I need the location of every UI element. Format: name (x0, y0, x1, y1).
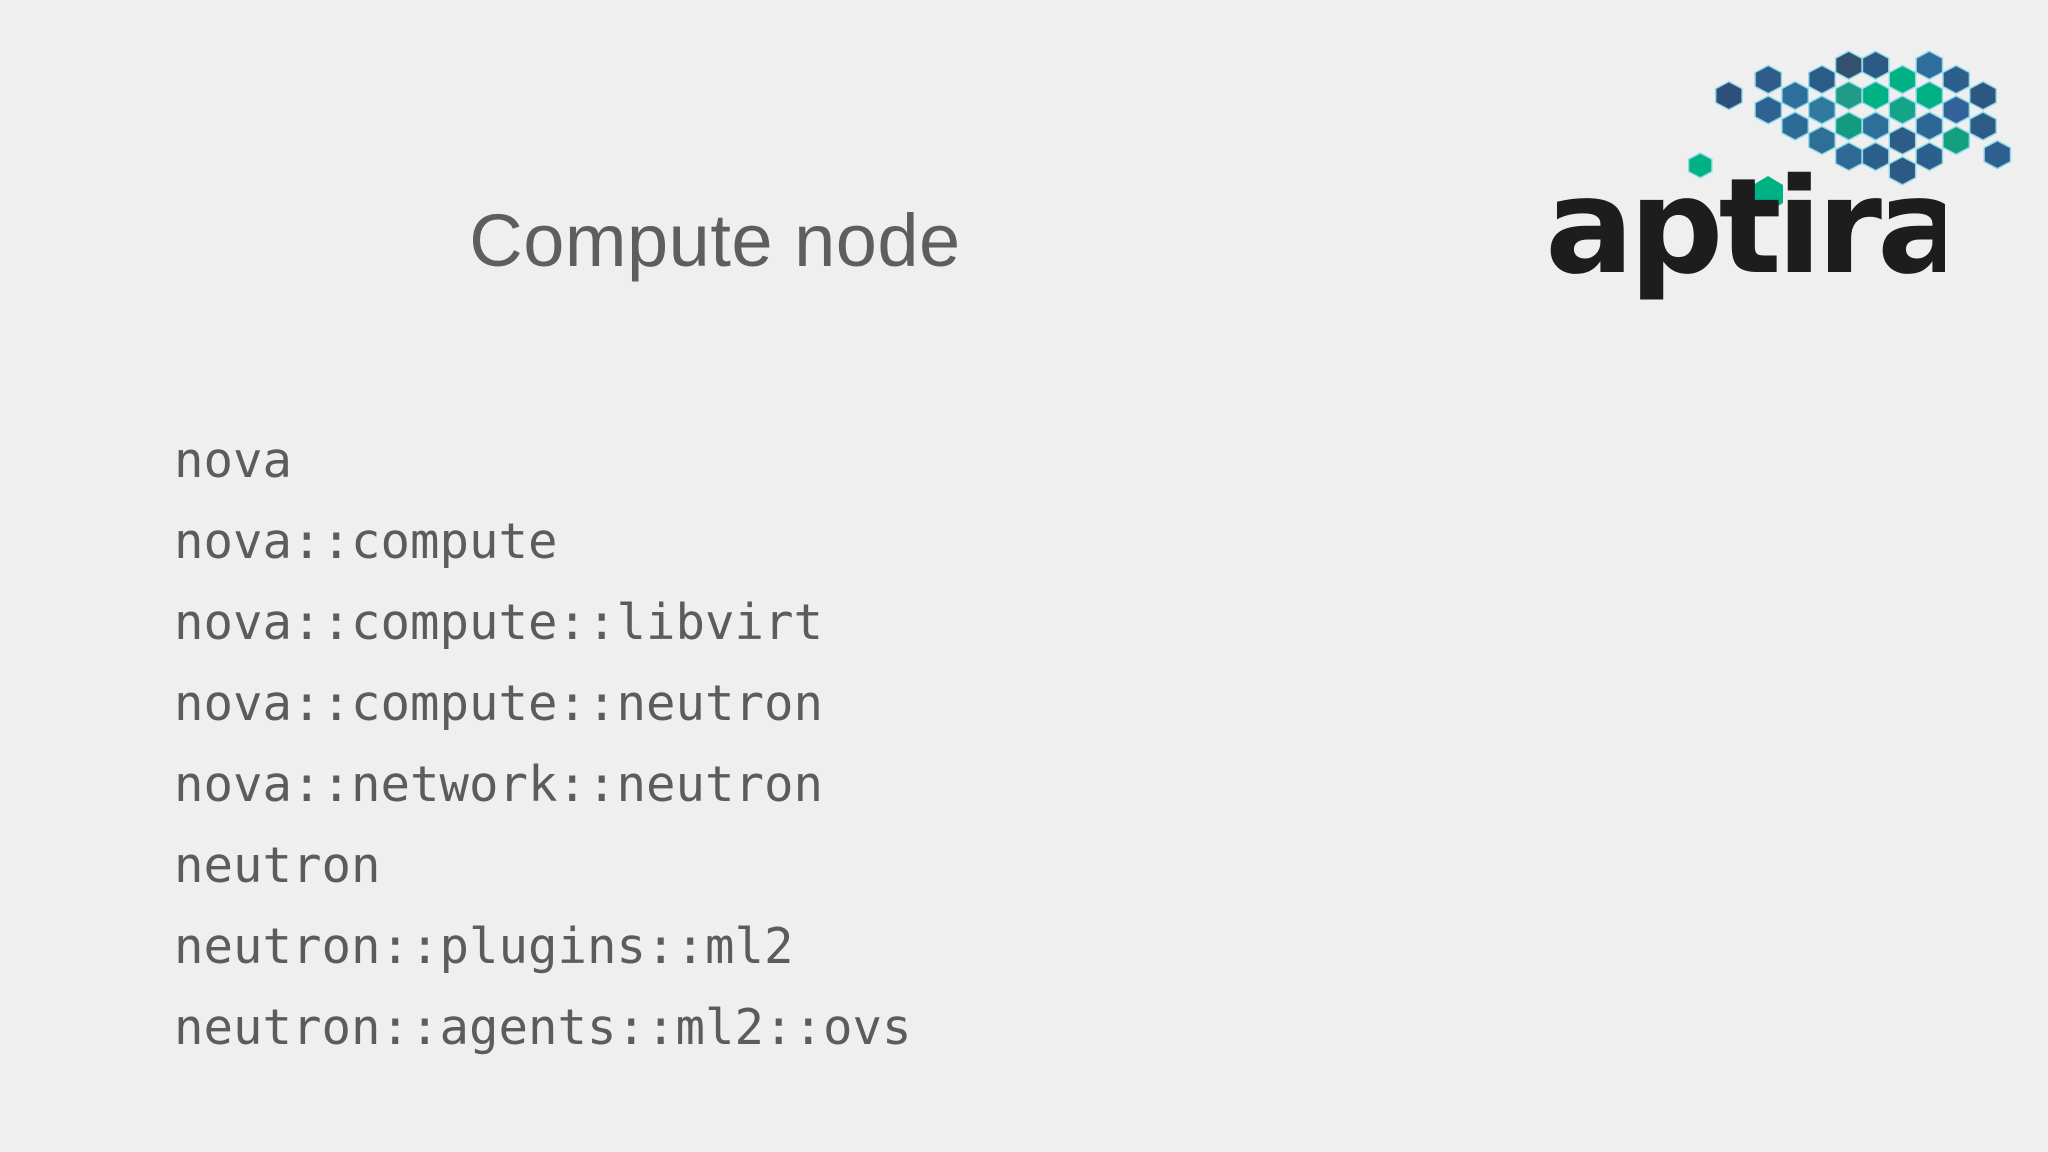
hexagon-tile (1969, 111, 1997, 141)
list-item: neutron::plugins::ml2 (174, 918, 794, 975)
hexagon-tile (1808, 64, 1836, 95)
hexagon-tile (1983, 139, 2012, 170)
hexagon-tile (1861, 50, 1890, 81)
hexagon-tile (1915, 141, 1944, 172)
list-item: nova::compute (174, 513, 558, 570)
hexagon-mesh-icon (1687, 50, 2012, 186)
hexagon-tile (1687, 152, 1713, 179)
hexagon-tile (1715, 80, 1743, 111)
list-item: neutron::agents::ml2::ovs (174, 999, 912, 1056)
hexagon-tile (1969, 80, 1997, 111)
hexagon-tile (1942, 125, 1971, 156)
hexagon-tile (1781, 80, 1809, 111)
hexagon-tile (1834, 111, 1863, 141)
hexagon-tile (1888, 95, 1917, 125)
hexagon-tile (1781, 111, 1809, 141)
hexagon-tile (1861, 111, 1890, 141)
aptira-wordmark: aptira (1545, 140, 1945, 310)
hexagon-tile (1834, 80, 1863, 111)
page-title: Compute node (469, 199, 961, 282)
list-item: nova::network::neutron (174, 756, 824, 813)
hexagon-tile (1942, 64, 1971, 95)
hexagon-tile (1915, 111, 1944, 141)
hexagon-tile (1915, 50, 1944, 81)
hexagon-tile (1754, 64, 1783, 95)
hexagon-tile (1942, 95, 1971, 125)
hexagon-i-dot-icon (1753, 176, 1783, 212)
puppet-class-list: nova nova::compute nova::compute::libvir… (174, 420, 912, 1068)
aptira-logo: aptira (1545, 28, 2015, 308)
hexagon-tile (1915, 80, 1944, 111)
hexagon-tile (1888, 64, 1917, 95)
hexagon-tile (1861, 80, 1890, 111)
hexagon-tile (1861, 141, 1890, 172)
list-item: nova::compute::neutron (174, 675, 824, 732)
list-item: nova::compute::libvirt (174, 594, 824, 651)
list-item: neutron (174, 837, 381, 894)
hexagon-tile (1808, 95, 1836, 125)
aptira-wordmark-text: aptira (1545, 150, 1945, 304)
hexagon-tile (1834, 50, 1863, 81)
list-item: nova (174, 432, 293, 489)
hexagon-tile (1754, 95, 1783, 125)
